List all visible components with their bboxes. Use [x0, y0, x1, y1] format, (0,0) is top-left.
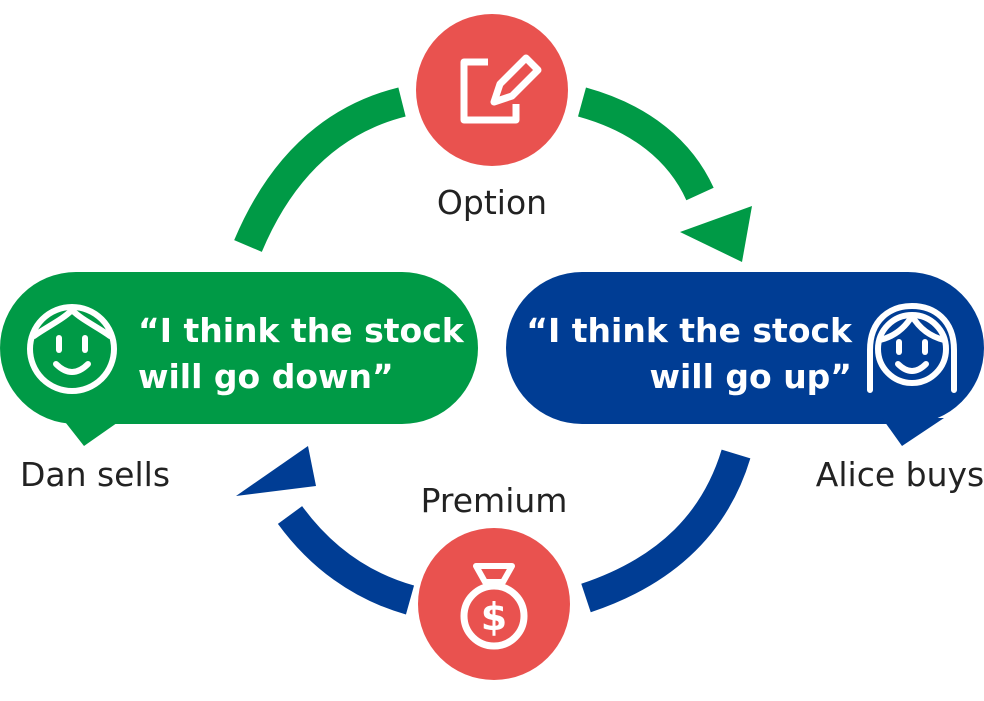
smiling-face-long-hair-icon: [867, 303, 957, 393]
top-arc-right: [577, 87, 714, 201]
smiling-face-icon: [27, 304, 117, 394]
option-node: [416, 14, 568, 166]
seller-caption: Dan sells: [20, 455, 170, 494]
svg-text:$: $: [481, 595, 507, 639]
top-flow-arrow: [234, 87, 752, 262]
bottom-flow-label: Premium: [421, 481, 568, 520]
bottom-arc-right: [581, 449, 751, 613]
seller-speech-bubble: “I think the stock will go down”: [0, 272, 478, 446]
money-bag-dollar-icon: $: [460, 563, 528, 650]
bottom-flow-arrow: [236, 446, 751, 615]
buyer-caption: Alice buys: [816, 455, 984, 494]
seller-quote-line2: will go down”: [138, 357, 394, 396]
bottom-arc-left: [277, 505, 415, 615]
buyer-quote-line1: “I think the stock: [526, 311, 853, 350]
top-arc-left: [234, 87, 406, 252]
seller-quote-line1: “I think the stock: [138, 311, 465, 350]
premium-node: $: [418, 528, 570, 680]
bottom-arrowhead: [236, 446, 316, 496]
document-pen-icon: [460, 54, 542, 124]
top-arrowhead: [680, 206, 752, 262]
top-flow-label: Option: [437, 183, 547, 222]
buyer-speech-bubble: “I think the stock will go up”: [506, 272, 984, 446]
buyer-quote-line2: will go up”: [650, 357, 853, 396]
